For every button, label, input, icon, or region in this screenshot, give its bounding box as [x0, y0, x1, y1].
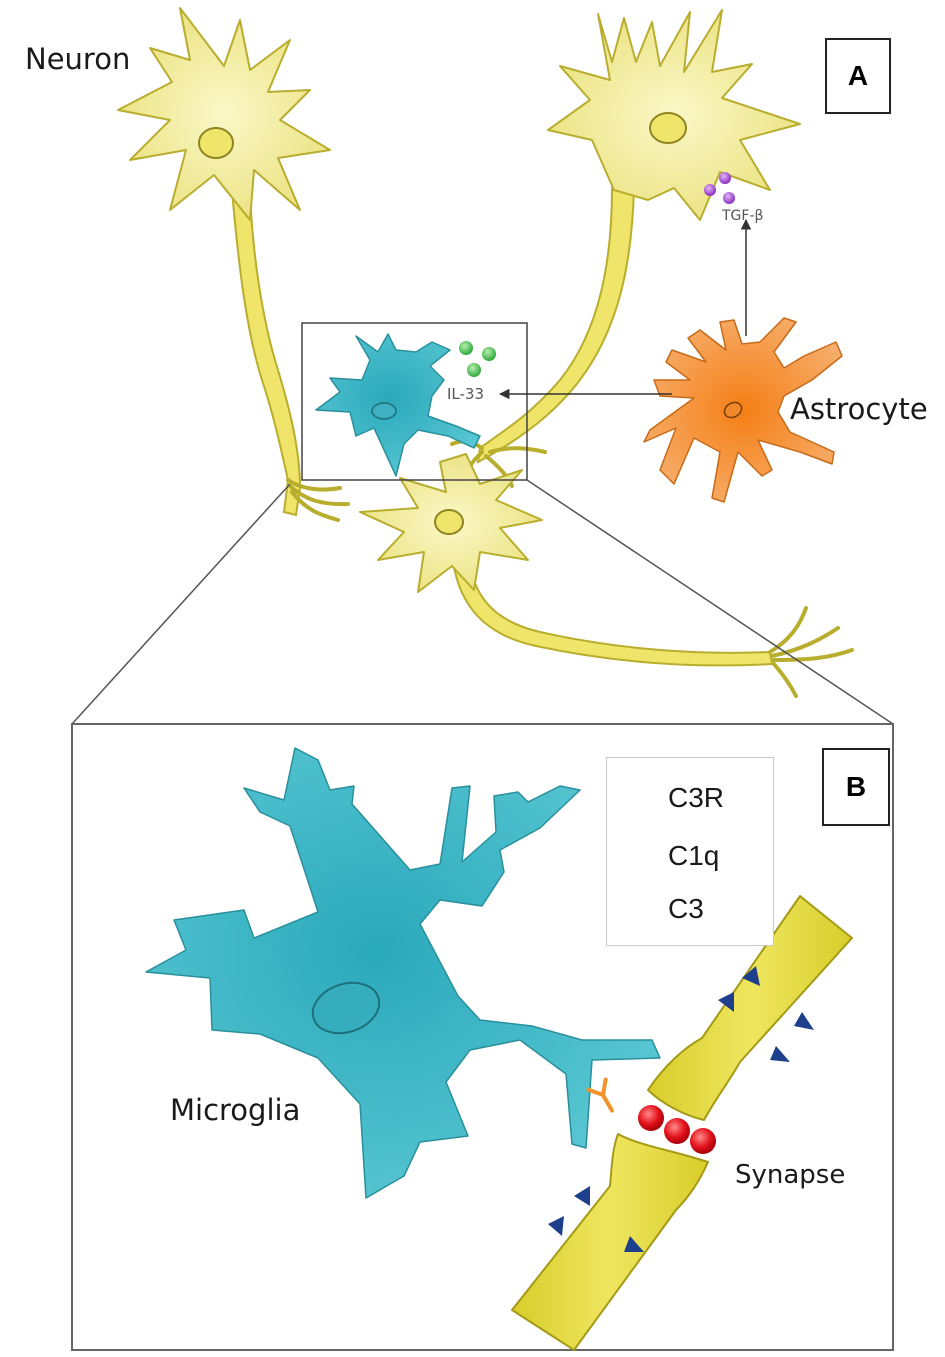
synapse	[511, 895, 853, 1351]
astrocyte-label: Astrocyte	[790, 392, 928, 426]
neuron-bottom-nucleus	[434, 509, 464, 535]
neuron-top-right-nucleus	[649, 112, 687, 144]
neuron-bottom	[359, 453, 854, 698]
il33-label: IL-33	[447, 385, 485, 403]
panel-b-badge: B	[822, 748, 890, 826]
tgfb-dot	[723, 192, 735, 204]
microglia-label: Microglia	[170, 1093, 301, 1127]
c1q-triangle	[742, 966, 760, 986]
microglia-large-nucleus	[311, 981, 381, 1035]
legend-label-c3r: C3R	[668, 782, 725, 813]
c1q-triangle	[548, 1216, 564, 1236]
c3-circle	[690, 1128, 716, 1154]
neuron-bottom-axon	[450, 546, 774, 667]
legend-label-c3: C3	[668, 893, 704, 924]
legend	[606, 757, 774, 946]
astrocyte-body	[643, 317, 843, 503]
microglia-small	[315, 333, 481, 477]
panel-b-frame	[71, 723, 894, 1351]
synapse-upper-neuron	[647, 895, 853, 1121]
microglia-small-nucleus	[371, 402, 397, 420]
microglia-large	[145, 747, 661, 1199]
c1q-triangle	[794, 1012, 814, 1030]
legend-label-c1q: C1q	[668, 840, 720, 871]
c3-circle	[664, 1118, 690, 1144]
neuron-top-left-axon	[230, 189, 302, 517]
neuron-top-left-body	[117, 7, 331, 221]
il33-dot	[459, 341, 473, 355]
il33-dot	[482, 347, 496, 361]
il33-molecules	[459, 341, 496, 377]
il33-dot	[467, 363, 481, 377]
tgfb-dot	[719, 172, 731, 184]
neuron-label: Neuron	[25, 42, 131, 76]
neuron-top-left-nucleus	[198, 127, 234, 159]
tgfb-label: TGF-β	[722, 208, 764, 224]
panel-a-badge: A	[825, 38, 891, 114]
microglia-large-body	[145, 747, 661, 1199]
synapse-lower-neuron	[511, 1133, 709, 1351]
tgfb-dot	[704, 184, 716, 196]
tgfb-molecules	[704, 172, 735, 204]
astrocyte-nucleus	[723, 401, 743, 419]
c3r-receptor	[586, 1077, 614, 1113]
c1q-triangle	[770, 1046, 790, 1062]
c1q-triangle	[624, 1236, 644, 1252]
zoom-line-right	[526, 479, 894, 725]
neuron-bottom-terminal	[768, 606, 854, 698]
microglia-small-body	[315, 333, 481, 477]
synapse-label: Synapse	[735, 1160, 846, 1190]
c3-circle	[638, 1105, 664, 1131]
astrocyte	[643, 317, 843, 503]
neuron-top-right-axon	[476, 187, 636, 464]
c1q-triangle	[574, 1186, 590, 1206]
neuron-top-left-terminal	[286, 478, 350, 522]
neuron-top-left	[117, 7, 350, 522]
c1q-triangle	[718, 992, 734, 1012]
zoom-line-left	[71, 483, 291, 725]
zoom-region-box	[301, 322, 528, 481]
